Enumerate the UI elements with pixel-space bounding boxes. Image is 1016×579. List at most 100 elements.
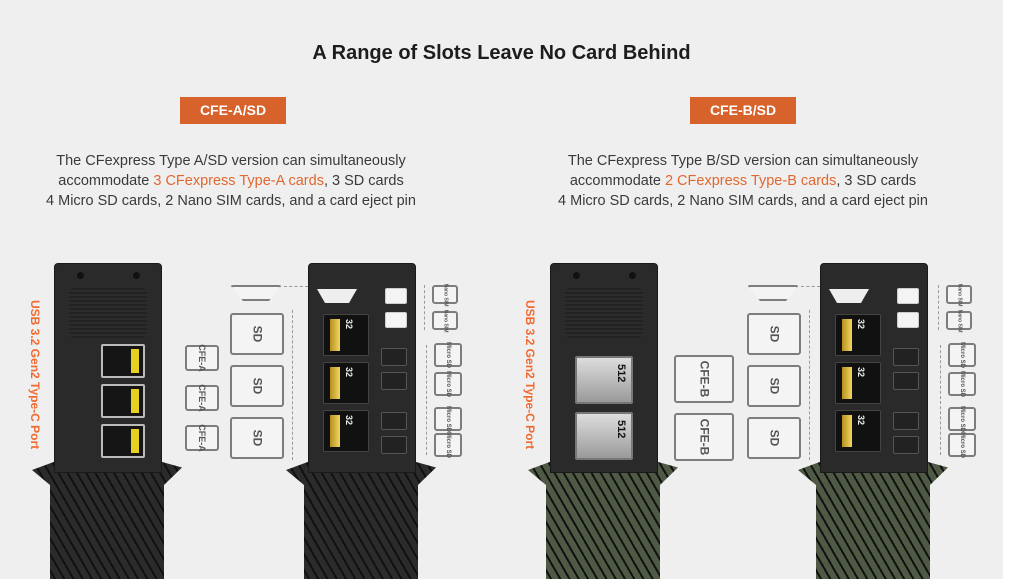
desc-line: 4 Micro SD cards, 2 Nano SIM cards, and … [46,193,416,209]
slot-label: Micro SD [445,370,452,398]
slot-label: Nano SIM [956,283,962,306]
description: The CFexpress Type A/SD version can simu… [1,151,461,211]
slot-label: CFE-A [197,344,207,372]
slot-label: SD [766,325,781,343]
screw-icon [573,272,580,279]
desc-line: The CFexpress Type B/SD version can simu… [567,153,919,169]
page-title: A Range of Slots Leave No Card Behind [312,42,691,64]
micro-sd-card [381,436,407,454]
slot-label: Nano SIM [442,283,448,306]
cfexpress-b-card: 512 [575,356,633,404]
screw-icon [77,272,84,279]
slot-diagram-micro-sd: Micro SD [434,370,462,398]
slot-diagram-cfe-b: CFE-B [674,413,734,461]
cfexpress-a-card [101,344,145,378]
slot-diagram-cfe-a: CFE-A [185,424,219,452]
cfexpress-b-card: 512 [575,412,633,460]
device-body-sd: 32 32 32 [308,263,416,473]
slot-diagram-cfe-b: CFE-B [674,355,734,403]
micro-sd-card [893,412,919,430]
slot-diagram-micro-sd: Micro SD [434,432,462,458]
panel-cfe-a: CFE-A/SD The CFexpress Type A/SD version … [0,0,500,579]
slot-label: SD [249,325,264,343]
eject-pin [317,289,357,303]
device-body-express: 512 512 [550,263,658,473]
desc-text: accommodate [569,173,665,189]
cfexpress-a-card [101,384,145,418]
description: The CFexpress Type B/SD version can simu… [513,151,973,211]
dashed-guide [938,285,939,330]
sd-card: 32 [835,314,881,356]
grip [528,460,678,579]
slot-diagram-nano-sim: Nano SIM [946,309,972,332]
device-body-sd: 32 32 32 [820,263,928,473]
port-label: USB 3.2 Gen2 Type-C Port [523,300,537,450]
highlight-text: 2 CFexpress Type-B cards [664,173,837,189]
grip [286,460,436,579]
card-capacity: 32 [344,319,354,330]
cfexpress-a-card [101,424,145,458]
dashed-guide [426,345,427,455]
micro-sd-card [381,372,407,390]
slot-diagram-sd: SD [747,313,801,355]
slot-label: Micro SD [445,405,452,433]
card-capacity: 32 [856,367,866,378]
dashed-guide [284,286,308,287]
grip [798,460,948,579]
slot-label: Nano SIM [956,309,962,332]
version-badge: CFE-B/SD [690,97,796,124]
nano-sim-card [385,288,407,304]
device-body-express [54,263,162,473]
nano-sim-card [385,312,407,328]
slot-label: SD [249,377,264,395]
micro-sd-card [893,348,919,366]
screw-icon [629,272,636,279]
desc-line: accommodate 3 CFexpress Type-A cards, 3 … [1,171,461,191]
sd-card: 32 [835,410,881,452]
slot-diagram-sd: SD [230,417,284,459]
slot-diagram-sd: SD [230,313,284,355]
dashed-guide [809,310,810,460]
slot-label: CFE-A [197,384,207,412]
nano-sim-card [897,288,919,304]
slot-label: Micro SD [959,431,966,459]
desc-text: , 3 SD cards [836,173,917,189]
slot-label: Micro SD [959,341,966,369]
slot-diagram-micro-sd: Micro SD [948,370,976,398]
highlight-text: 3 CFexpress Type-A cards [153,173,324,189]
slot-diagram-cfe-a: CFE-A [185,344,219,372]
slot-label: SD [766,429,781,447]
card-capacity: 512 [615,420,627,439]
slot-label: CFE-B [696,418,711,456]
slot-diagram-micro-sd: Micro SD [434,405,462,433]
desc-line: accommodate 2 CFexpress Type-B cards, 3 … [513,171,973,191]
card-capacity: 32 [344,415,354,426]
dashed-guide [292,310,293,460]
desc-line: 4 Micro SD cards, 2 Nano SIM cards, and … [558,193,928,209]
dashed-guide [801,286,820,287]
sd-card: 32 [323,362,369,404]
slot-label: Micro SD [959,370,966,398]
sd-card: 32 [835,362,881,404]
eject-pin-diagram [747,285,799,301]
port-label: USB 3.2 Gen2 Type-C Port [28,300,42,450]
slot-diagram-micro-sd: Micro SD [948,431,976,459]
sd-card: 32 [323,314,369,356]
micro-sd-card [381,412,407,430]
slot-label: CFE-B [696,360,711,398]
desc-text: , 3 SD cards [323,173,404,189]
slot-label: SD [249,429,264,447]
slot-label: CFE-A [197,424,207,452]
desc-text: accommodate [58,173,154,189]
slot-diagram-nano-sim: Nano SIM [432,309,458,332]
version-badge: CFE-A/SD [180,97,286,124]
slot-label: Micro SD [959,405,966,433]
slot-diagram-micro-sd: Micro SD [948,405,976,433]
micro-sd-card [381,348,407,366]
grip [32,460,182,579]
slot-label: Nano SIM [442,309,448,332]
slot-diagram-micro-sd: Micro SD [948,341,976,369]
slot-diagram-sd: SD [747,417,801,459]
slot-diagram-sd: SD [230,365,284,407]
